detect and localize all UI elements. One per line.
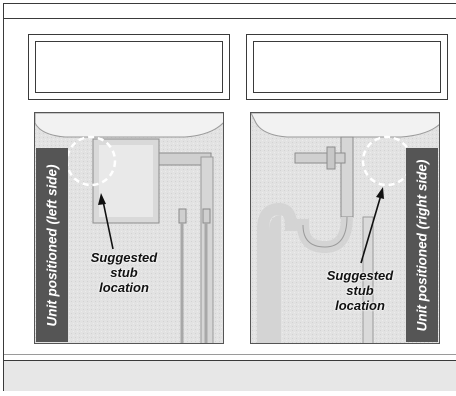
left-caption: Suggested stub location [84,250,164,295]
right-caption-line1: Suggested [326,268,394,283]
left-caption-line3: location [99,280,149,295]
right-caption: Suggested stub location [318,268,402,313]
left-title-box [28,34,230,100]
left-caption-line2: stub [110,265,138,280]
right-vertical-label-band: Unit positioned (right side) [406,148,438,342]
right-title-box [246,34,448,100]
right-caption-line3: location [335,298,385,313]
left-vertical-label: Unit positioned (left side) [44,164,60,326]
divider-line [4,354,456,355]
right-caption-line2: stub [346,283,374,298]
left-vertical-label-band: Unit positioned (left side) [36,148,68,342]
bottom-bar [4,360,456,391]
top-strip [3,3,456,19]
left-title-box-inner [35,41,223,93]
left-caption-line1: Suggested [90,250,158,265]
right-title-box-inner [253,41,441,93]
right-vertical-label: Unit positioned (right side) [414,159,430,331]
